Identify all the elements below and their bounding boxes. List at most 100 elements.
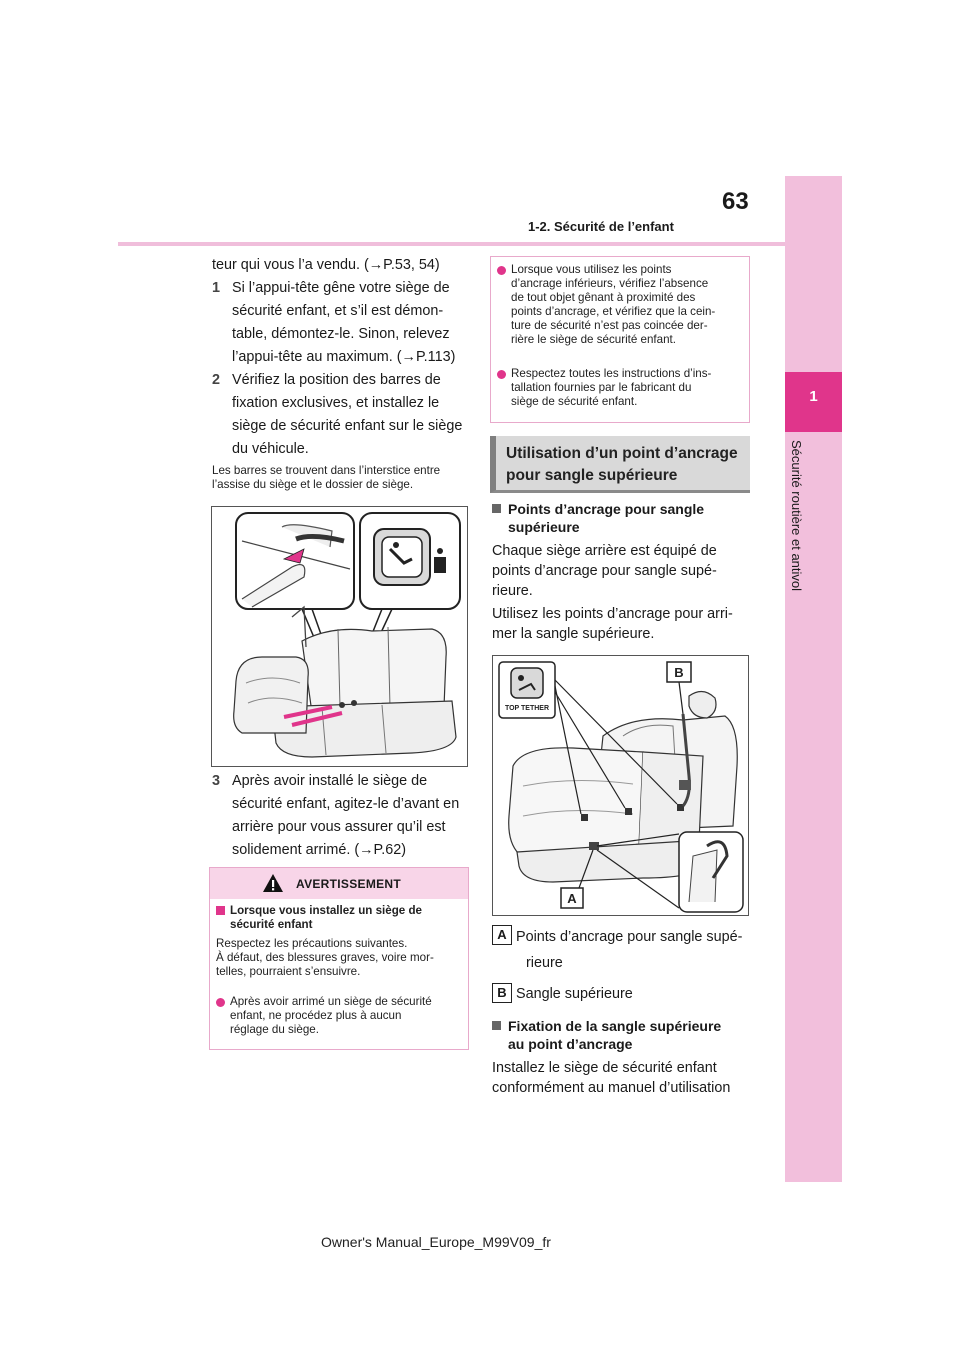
paragraph-2: Utilisez les points d’ancrage pour arri-… <box>492 604 762 644</box>
warning-bullet-dot <box>216 998 225 1007</box>
warning-body: Respectez les précautions suivantes. À d… <box>216 937 466 979</box>
top-tether-label: TOP TETHER <box>505 705 549 712</box>
info-bullet-1-line: ture de sécurité n’est pas coincée der- <box>511 319 708 332</box>
info-bullet-1-line: de tout objet gênant à proximité des <box>511 291 696 304</box>
side-tab-active-marker <box>785 372 842 432</box>
warning-box: AVERTISSEMENT Lorsque vous installez un … <box>209 867 469 1050</box>
intro-text: teur qui vous l’a vendu. (→P.53, 54) <box>212 257 440 273</box>
paragraph-3-line: conformément au manuel d’utilisation <box>492 1080 731 1096</box>
warning-body-line: Respectez les précautions suivantes. <box>216 937 408 950</box>
section-heading-line: pour sangle supérieure <box>506 467 678 484</box>
legend-a-line: Points d’ancrage pour sangle supé- <box>516 929 743 945</box>
step-1-line: Si l’appui-tête gêne votre siège de <box>232 280 450 296</box>
side-tab <box>785 176 842 1182</box>
info-bullet-1-line: points d’ancrage, et vérifiez que la cei… <box>511 305 716 318</box>
top-tether-illustration: TOP TETHER B A <box>498 661 744 913</box>
step-3-line: solidement arrimé. (→P.62) <box>232 842 407 858</box>
chapter-number: 1 <box>809 388 818 405</box>
section-heading-line: Utilisation d’un point d’ancrage <box>506 445 738 462</box>
step-1-text: Si l’appui-tête gêne votre siège de sécu… <box>232 277 482 369</box>
warning-bullet-line: réglage du siège. <box>230 1023 319 1036</box>
legend-a-line: rieure <box>526 955 563 971</box>
figure-label-b: B <box>674 665 683 680</box>
paragraph-1-line: points d’ancrage pour sangle supé- <box>492 563 717 579</box>
info-bullet-2-line: Respectez toutes les instructions d’ins- <box>511 367 712 380</box>
paragraph-1-line: rieure. <box>492 583 533 599</box>
info-bullet-2: Respectez toutes les instructions d’ins-… <box>511 367 747 409</box>
section-heading-band: Utilisation d’un point d’ancrage pour sa… <box>490 436 750 493</box>
warning-subhead-marker <box>216 906 225 915</box>
info-box: Lorsque vous utilisez les points d’ancra… <box>490 256 750 423</box>
info-bullet-2-line: tallation fournies par le fabricant du <box>511 381 692 394</box>
info-bullet-dot <box>497 266 506 275</box>
subhead-1-marker <box>492 504 501 513</box>
step-1-line: sécurité enfant, et s’il est démon- <box>232 303 444 319</box>
warning-subhead-line: sécurité enfant <box>230 918 313 931</box>
legend-a: Points d’ancrage pour sangle supé- rieur… <box>516 924 756 976</box>
step-3-text: Après avoir installé le siège de sécurit… <box>232 770 482 862</box>
warning-bullet-line: enfant, ne procédez plus à aucun <box>230 1009 402 1022</box>
info-bullet-1-line: d’ancrage inférieurs, vérifiez l’absence <box>511 277 709 290</box>
subhead-1: Points d’ancrage pour sangle supérieure <box>508 500 758 536</box>
info-bullet-1-line: rière le siège de sécurité enfant. <box>511 333 676 346</box>
section-heading: Utilisation d’un point d’ancrage pour sa… <box>506 443 750 487</box>
legend-b-text: Sangle supérieure <box>516 986 633 1002</box>
legend-a-badge: A <box>492 925 512 945</box>
note-line: Les barres se trouvent dans l’interstice… <box>212 464 441 477</box>
subhead-2: Fixation de la sangle supérieure au poin… <box>508 1017 758 1053</box>
info-bullet-1-line: Lorsque vous utilisez les points <box>511 263 672 276</box>
warning-body-line: À défaut, des blessures graves, voire mo… <box>216 951 434 964</box>
legend-b-badge: B <box>492 983 512 1003</box>
info-bullet-dot <box>497 370 506 379</box>
paragraph-1-line: Chaque siège arrière est équipé de <box>492 543 717 559</box>
subhead-1-line: Points d’ancrage pour sangle <box>508 501 705 517</box>
step-3: 3 Après avoir installé le siège de sécur… <box>212 770 482 862</box>
warning-header: AVERTISSEMENT <box>210 868 468 899</box>
step-1-line: l’appui-tête au maximum. (→P.113) <box>232 349 456 365</box>
paragraph-3: Installez le siège de sécurité enfant co… <box>492 1058 762 1098</box>
subhead-2-marker <box>492 1021 501 1030</box>
info-bullet-2-line: siège de sécurité enfant. <box>511 395 638 408</box>
footer-manual-id: Owner's Manual_Europe_M99V09_fr <box>321 1234 551 1250</box>
step-1: 1 Si l’appui-tête gêne votre siège de sé… <box>212 277 482 369</box>
step-2-line: du véhicule. <box>232 441 309 457</box>
warning-subhead-line: Lorsque vous installez un siège de <box>230 904 422 917</box>
step-2-text: Vérifiez la position des barres de fixat… <box>232 369 482 461</box>
paragraph-1: Chaque siège arrière est équipé de point… <box>492 541 762 601</box>
warning-triangle-icon <box>263 874 283 892</box>
isofix-illustration <box>233 512 461 758</box>
warning-bullet-line: Après avoir arrimé un siège de sécurité <box>230 995 432 1008</box>
section-title: 1-2. Sécurité de l’enfant <box>528 219 674 234</box>
header-rule <box>118 242 786 246</box>
page-number: 63 <box>722 188 749 215</box>
top-tether-figure: TOP TETHER B A <box>492 655 749 916</box>
isofix-figure <box>211 506 468 767</box>
step-3-line: sécurité enfant, agitez-le d’avant en <box>232 796 460 812</box>
step-3-line: Après avoir installé le siège de <box>232 773 428 789</box>
chapter-label-container: Sécurité routière et antivol <box>786 440 808 820</box>
step-2-line: fixation exclusives, et installez le <box>232 395 440 411</box>
step-2-number: 2 <box>212 372 221 388</box>
subhead-2-line: Fixation de la sangle supérieure <box>508 1018 722 1034</box>
paragraph-3-line: Installez le siège de sécurité enfant <box>492 1060 717 1076</box>
note-text: Les barres se trouvent dans l’interstice… <box>212 464 482 492</box>
warning-subhead: Lorsque vous installez un siège de sécur… <box>230 904 466 932</box>
chapter-label: Sécurité routière et antivol <box>789 440 804 592</box>
step-2-line: siège de sécurité enfant sur le siège <box>232 418 463 434</box>
step-3-line: arrière pour vous assurer qu’il est <box>232 819 446 835</box>
note-line: l’assise du siège et le dossier de siège… <box>212 478 414 491</box>
warning-body-line: telles, pourraient s’ensuivre. <box>216 965 361 978</box>
step-2-line: Vérifiez la position des barres de <box>232 372 441 388</box>
paragraph-2-line: mer la sangle supérieure. <box>492 626 655 642</box>
step-1-number: 1 <box>212 280 221 296</box>
info-bullet-1: Lorsque vous utilisez les points d’ancra… <box>511 263 747 347</box>
subhead-2-line: au point d’ancrage <box>508 1036 633 1052</box>
step-1-line: table, démontez-le. Sinon, relevez <box>232 326 450 342</box>
warning-title: AVERTISSEMENT <box>296 877 402 891</box>
warning-bullet: Après avoir arrimé un siège de sécurité … <box>230 995 466 1037</box>
paragraph-2-line: Utilisez les points d’ancrage pour arri- <box>492 606 733 622</box>
step-3-number: 3 <box>212 773 221 789</box>
figure-label-a: A <box>567 891 577 906</box>
subhead-1-line: supérieure <box>508 519 580 535</box>
step-2: 2 Vérifiez la position des barres de fix… <box>212 369 482 461</box>
